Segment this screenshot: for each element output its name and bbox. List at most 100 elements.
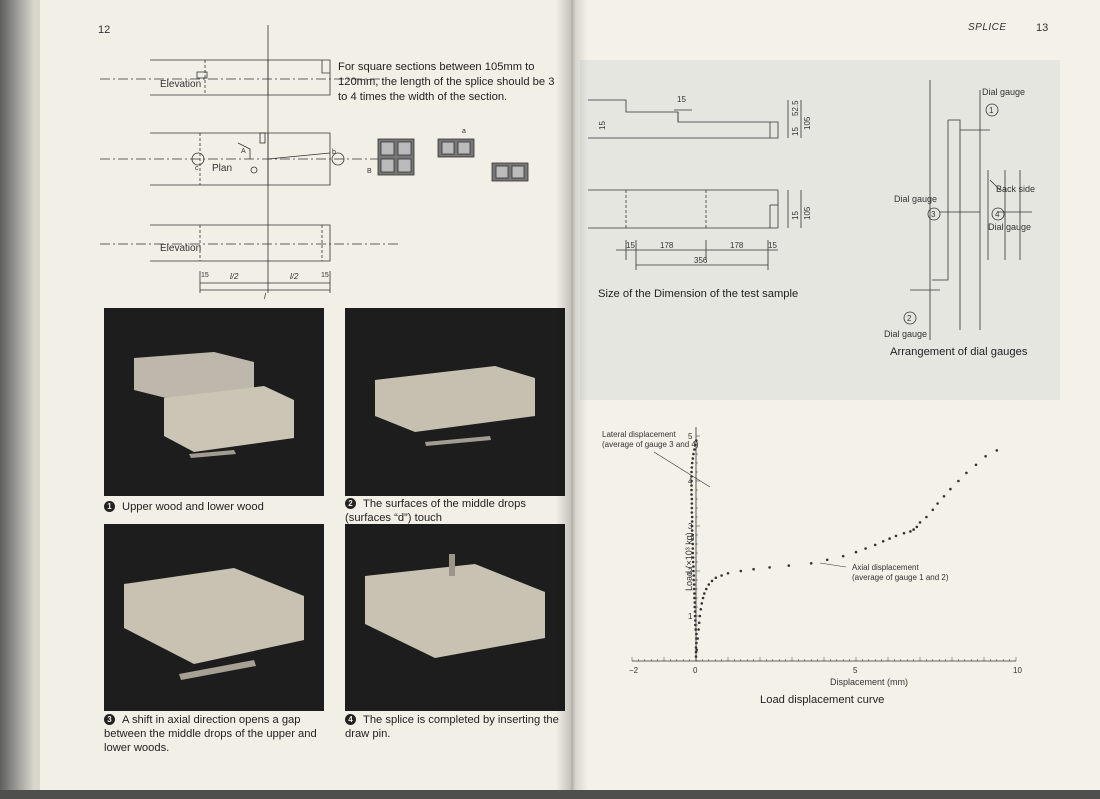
lateral-displacement-point — [693, 601, 697, 604]
axial-displacement-point — [768, 566, 771, 569]
lateral-displacement-point — [693, 592, 696, 595]
lateral-displacement-point — [693, 448, 696, 451]
dim-lower-right-15: 15 — [791, 211, 800, 220]
axial-annotation-line-2: (average of gauge 1 and 2) — [852, 573, 949, 582]
elevation-top-label: Elevation — [160, 79, 201, 90]
label-A: A — [241, 148, 246, 155]
axial-displacement-point — [698, 614, 702, 618]
axial-displacement-point — [697, 621, 701, 625]
x-tick-label: 10 — [1013, 666, 1022, 675]
lateral-displacement-point — [690, 461, 694, 465]
axial-displacement-point — [888, 537, 891, 540]
lateral-displacement-point — [691, 560, 695, 564]
lateral-displacement-point — [693, 614, 697, 618]
lateral-displacement-point — [694, 443, 697, 447]
axial-displacement-point — [931, 508, 935, 512]
axial-displacement-point — [752, 567, 755, 571]
caption-number-1: 1 — [104, 501, 115, 512]
lateral-displacement-point — [694, 646, 698, 649]
lateral-displacement-point — [690, 466, 694, 469]
label-c: c — [195, 165, 199, 172]
dim-right-15: 15 — [791, 127, 800, 136]
chart-caption: Load displacement curve — [760, 694, 885, 706]
lateral-displacement-point — [692, 452, 695, 456]
lateral-displacement-point — [690, 506, 694, 510]
lateral-displacement-point — [692, 569, 695, 573]
axial-displacement-point — [995, 449, 999, 452]
book-bottom-edge — [0, 790, 1100, 799]
page-number-right: 13 — [1036, 22, 1049, 34]
lateral-displacement-point — [692, 587, 696, 591]
axial-displacement-point — [918, 521, 922, 524]
gauge-1-label: Dial gauge — [982, 87, 1025, 97]
axial-displacement-point — [700, 602, 704, 605]
y-tick-label: 5 — [688, 432, 693, 441]
axial-displacement-point — [825, 558, 829, 562]
dimension-caption: Size of the Dimension of the test sample — [598, 288, 799, 300]
axial-displacement-point — [699, 607, 703, 611]
lateral-displacement-point — [694, 655, 698, 658]
lateral-displacement-point — [691, 538, 694, 541]
lateral-displacement-point — [690, 520, 694, 523]
x-tick-label: 5 — [853, 666, 858, 675]
gauge-3-number: 3 — [931, 210, 936, 219]
y-tick-label: 3 — [688, 522, 693, 531]
photo-3-image — [124, 568, 304, 680]
lateral-displacement-point — [690, 470, 693, 474]
lateral-displacement-point — [691, 542, 695, 546]
lateral-displacement-point — [694, 623, 697, 627]
label-b: b — [332, 149, 336, 156]
axial-displacement-point — [787, 564, 791, 567]
axial-displacement-point — [710, 579, 714, 583]
gauge-4-number: 4 — [995, 210, 1000, 219]
elevation-bottom-label: Elevation — [160, 243, 201, 254]
section-note: For square sections between 105mm to 120… — [338, 61, 555, 103]
lateral-displacement-point — [690, 488, 693, 492]
dim-bottom-356: 356 — [694, 256, 708, 265]
right-page: SPLICE 13 — [570, 0, 1100, 790]
lateral-displacement-point — [692, 583, 696, 586]
chart-ylabel: Load (×10³ kg) — [684, 532, 694, 591]
axial-displacement-point — [720, 574, 723, 577]
lateral-displacement-point — [693, 610, 697, 613]
axial-displacement-point — [949, 487, 952, 491]
lateral-displacement-point — [693, 596, 696, 600]
gauge-3-label: Dial gauge — [894, 194, 937, 204]
running-header: SPLICE — [968, 22, 1007, 33]
axial-displacement-point — [942, 495, 946, 498]
lateral-displacement-point — [690, 515, 694, 519]
dim-lower-right-105: 105 — [803, 206, 812, 220]
gauge-4-label: Dial gauge — [988, 222, 1031, 232]
lateral-displacement-point — [690, 493, 693, 496]
lateral-displacement-point — [694, 619, 697, 622]
lateral-displacement-point — [694, 628, 697, 631]
lateral-displacement-point — [691, 551, 695, 555]
photo-1-image — [134, 352, 294, 458]
dim-half-right: l/2 — [290, 272, 299, 281]
y-tick-label: 2 — [688, 567, 693, 576]
page-number-left: 12 — [98, 24, 111, 36]
lateral-displacement-point — [692, 578, 696, 582]
lateral-annotation-line-1: Lateral displacement — [602, 430, 677, 439]
axial-displacement-point — [915, 525, 919, 529]
dim-15-right: 15 — [321, 272, 329, 279]
axial-displacement-point — [695, 648, 698, 652]
book-edge — [0, 0, 34, 799]
dim-left-15: 15 — [598, 121, 607, 130]
dim-right-52-5: 52.5 — [791, 100, 800, 116]
lateral-displacement-series — [690, 439, 698, 658]
lateral-displacement-point — [690, 529, 694, 532]
axial-displacement-point — [912, 528, 915, 531]
axial-displacement-point — [703, 592, 706, 595]
left-page: 12 — [34, 0, 576, 790]
axial-displacement-point — [704, 587, 708, 591]
lateral-displacement-point — [690, 479, 693, 483]
photo-2-image — [375, 366, 535, 446]
dim-top-15: 15 — [677, 95, 686, 104]
lateral-displacement-point — [690, 497, 694, 501]
